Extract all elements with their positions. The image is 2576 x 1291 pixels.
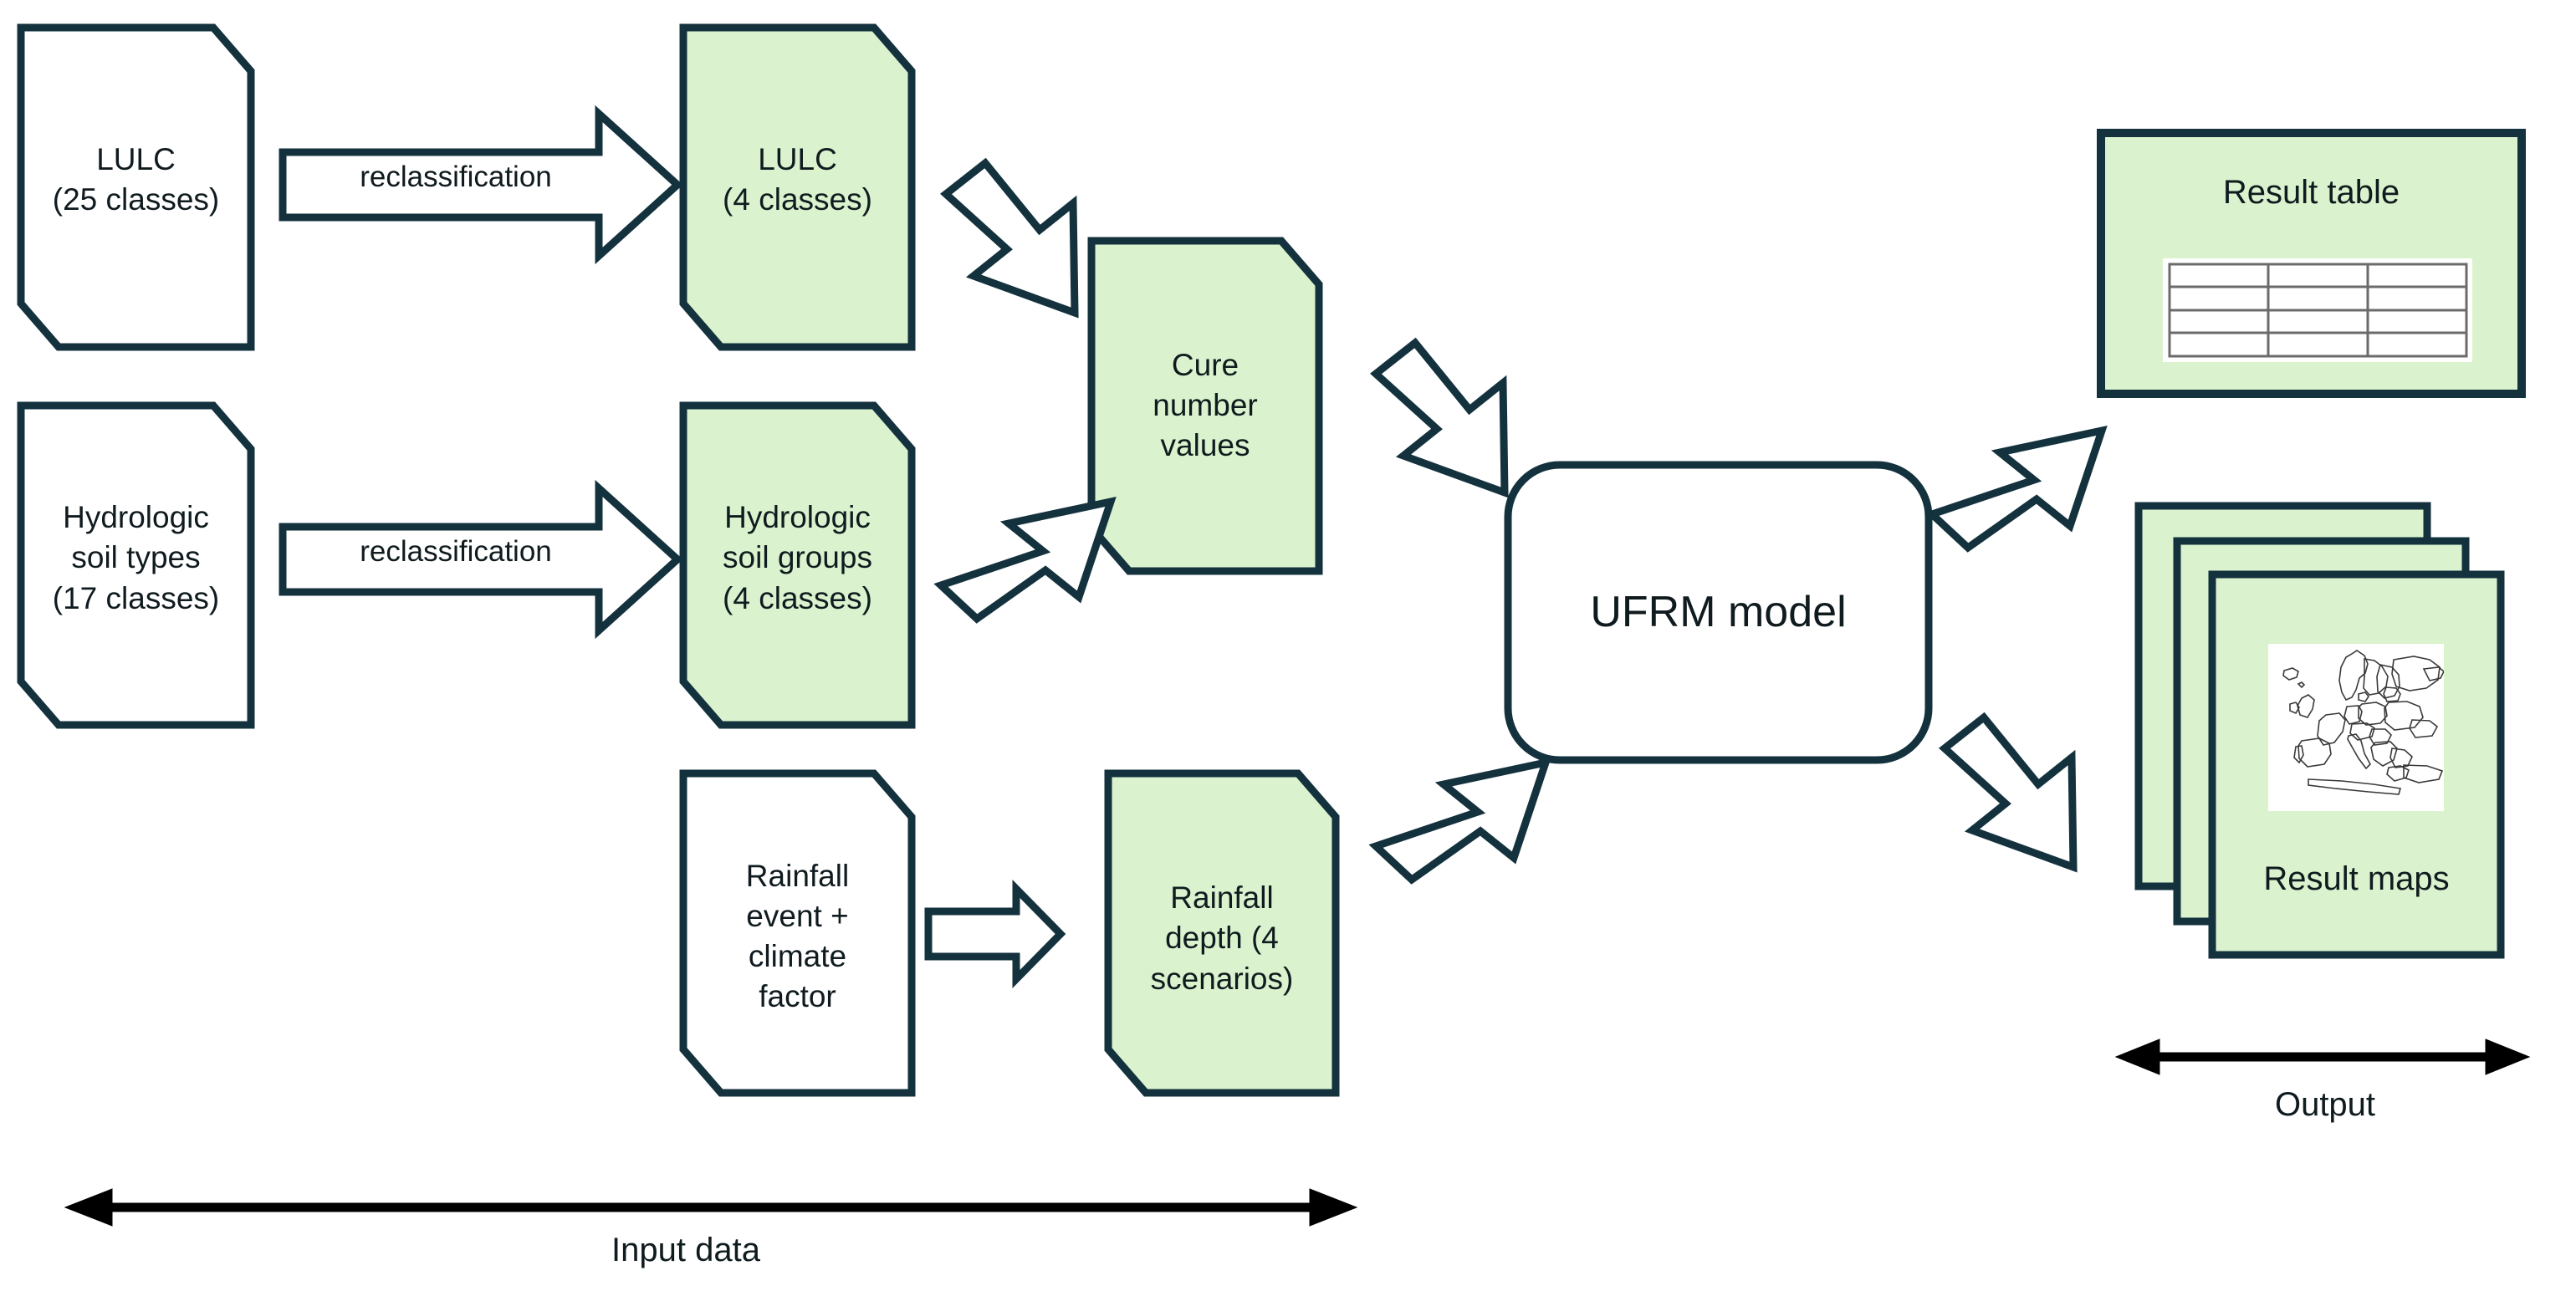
node-soil-groups-shape[interactable] [679,401,916,729]
arrow-model-to-result-maps[interactable] [1939,712,2078,873]
node-soil-source-shape[interactable] [17,401,255,729]
node-rainfall-depth-shape[interactable] [1104,769,1340,1097]
node-ufrm-model-shape[interactable] [1504,461,1933,764]
node-lulc-reclass-shape[interactable] [679,23,916,351]
arrow-reclassification-soil[interactable] [279,479,683,640]
arrow-model-to-result-table[interactable] [1924,425,2108,553]
axis-output-arrow [2114,1038,2531,1075]
node-rainfall-source-shape[interactable] [679,769,916,1097]
arrow-reclassification-lulc[interactable] [279,105,683,265]
axis-input-data-arrow [64,1188,1358,1227]
node-lulc-source-shape[interactable] [17,23,255,351]
arrow-soil-groups-to-curve-number[interactable] [933,496,1117,624]
arrow-lulc-to-curve-number[interactable] [940,157,1079,319]
arrow-rainfall-to-depth[interactable] [924,879,1066,989]
result-table-grid [2168,263,2468,358]
node-curve-number-shape[interactable] [1087,237,1323,575]
arrow-curve-number-to-model[interactable] [1370,337,1509,498]
europe-map-icon [2282,650,2444,795]
arrow-rainfall-depth-to-model[interactable] [1368,757,1551,885]
